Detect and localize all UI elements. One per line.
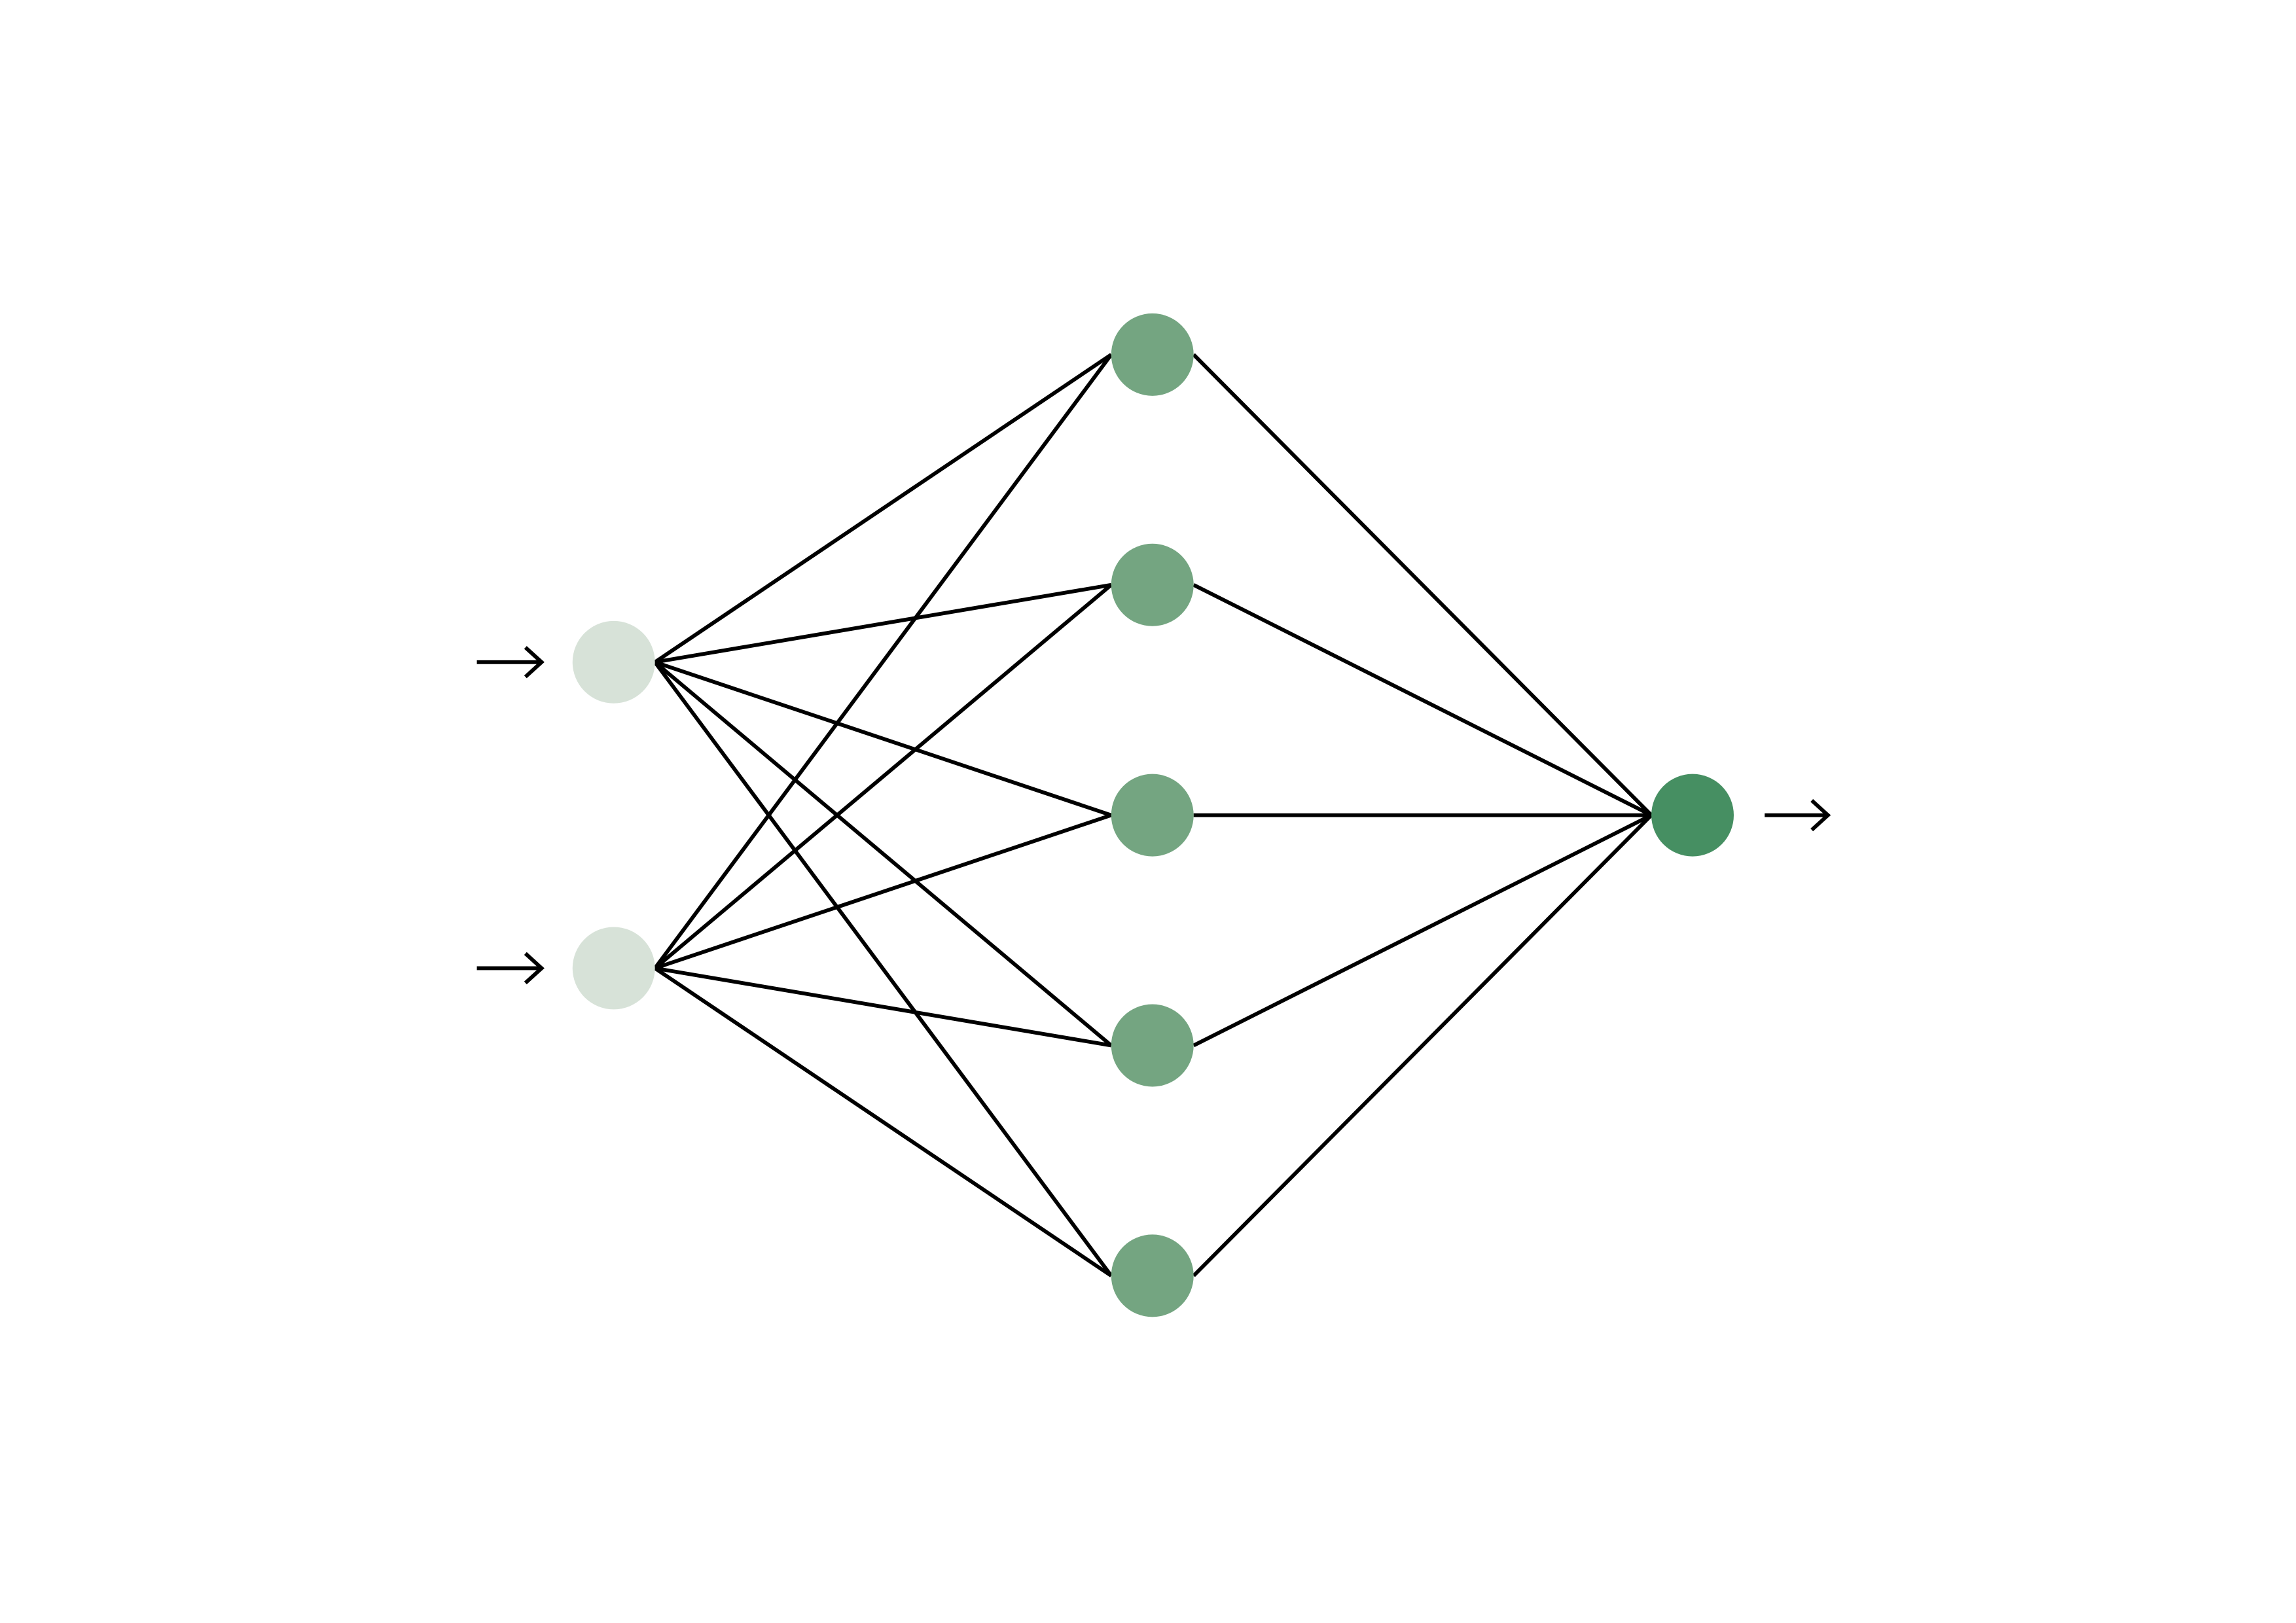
edge-hidden-4-to-output-1: [1193, 813, 1653, 1048]
hidden-node-1: [1111, 313, 1194, 396]
edge-hidden-1-to-output-1: [1192, 353, 1653, 817]
edge-input-1-to-hidden-2: [655, 582, 1112, 664]
edge-input-2-to-hidden-4: [655, 966, 1112, 1048]
hidden-node-3: [1111, 774, 1194, 857]
edge-hidden-5-to-output-1: [1192, 813, 1653, 1277]
input-node-2: [572, 927, 655, 1010]
edge-input-2-to-hidden-1: [653, 353, 1113, 970]
hidden-node-2: [1111, 543, 1194, 626]
input-node-1: [572, 620, 655, 704]
output-node-1: [1651, 774, 1734, 857]
edge-input-1-to-hidden-3: [654, 660, 1112, 817]
edge-input-2-to-hidden-3: [654, 813, 1112, 971]
hidden-node-4: [1111, 1004, 1194, 1087]
connections: [653, 353, 1653, 1277]
edge-input-2-to-hidden-2: [653, 583, 1113, 970]
edge-input-1-to-hidden-1: [654, 353, 1113, 664]
arrows: [476, 646, 1831, 985]
edge-input-1-to-hidden-5: [653, 661, 1113, 1277]
edge-input-1-to-hidden-4: [653, 660, 1113, 1047]
input-arrow-1-icon: [476, 646, 545, 679]
input-arrow-2-icon: [476, 952, 545, 985]
edge-input-2-to-hidden-5: [654, 967, 1113, 1277]
nodes: [572, 313, 1734, 1317]
output-arrow-icon: [1765, 798, 1831, 832]
hidden-node-5: [1111, 1234, 1194, 1317]
edge-hidden-2-to-output-1: [1193, 583, 1653, 817]
